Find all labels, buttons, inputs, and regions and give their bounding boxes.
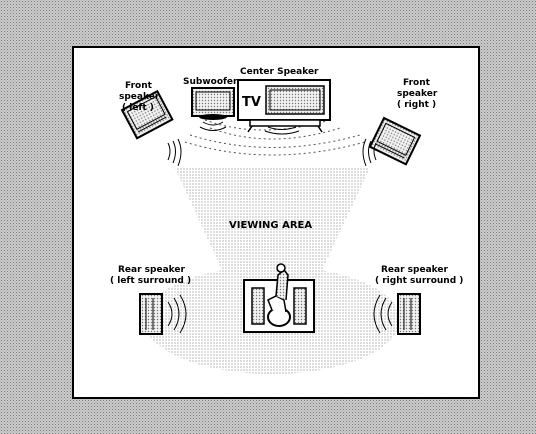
viewer-armchair [243,263,315,333]
rear-left-label-line1: Rear speaker [118,265,186,275]
subwoofer-waves [199,121,227,131]
rear-right-label-line2: ( right surround ) [375,276,463,286]
front-right-label-line3: ( right ) [397,100,436,110]
front-right-waves [362,138,377,167]
center-speaker-waves [264,126,300,135]
front-right-speaker [368,116,422,166]
viewing-cone [175,168,370,270]
rear-right-label-line1: Rear speaker [381,265,449,275]
rear-left-speaker [139,293,163,335]
front-right-label-line2: speaker [397,89,438,99]
front-right-label-line1: Front [403,78,431,88]
front-left-waves [167,138,182,167]
rear-right-speaker [397,293,421,335]
rear-left-waves [167,294,187,334]
front-left-label-line2: speaker [119,92,160,102]
tv-set [237,79,331,133]
front-left-label-line3: ( left ) [122,103,154,113]
viewing-area-label: VIEWING AREA [229,220,312,231]
rear-left-label-line2: ( left surround ) [110,276,191,286]
front-left-label-line1: Front [125,81,153,91]
subwoofer [191,87,235,120]
front-left-speaker [120,89,174,140]
subwoofer-label: Subwoofer [183,77,238,87]
rear-right-waves [373,294,393,334]
center-speaker-label: Center Speaker [240,67,319,77]
tv-label: TV [242,95,261,110]
